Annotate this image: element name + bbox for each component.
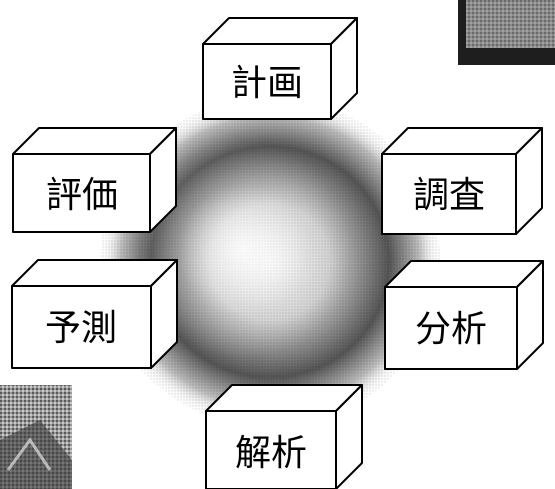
box-front-face [202,43,332,120]
box-front-face [384,286,518,370]
box-keikaku-label: 計画 [231,63,303,104]
box-hyouka-label: 評価 [46,175,118,216]
box-keikaku: 計画 [202,17,358,120]
box-top-face [12,127,177,155]
box-front-face [12,153,151,233]
box-top-face [11,259,178,287]
box-bunseki-label: 分析 [415,309,487,350]
center-sphere [100,97,440,427]
box-kaiseki: 解析 [205,384,363,489]
box-bunseki: 分析 [384,260,544,370]
box-chousa-label: 調査 [413,175,485,216]
box-yosoku: 予測 [11,259,178,369]
box-front-face [11,285,152,369]
box-top-face [381,127,543,155]
photo-fragment-top-right [458,0,555,65]
box-chousa: 調査 [381,127,543,235]
box-yosoku-label: 予測 [45,308,117,349]
box-front-face [205,410,337,489]
photo-fragment-bottom-left [0,385,72,489]
box-hyouka: 評価 [12,127,177,233]
box-front-face [381,153,517,235]
box-top-face [384,260,544,288]
box-kaiseki-label: 解析 [235,433,307,474]
